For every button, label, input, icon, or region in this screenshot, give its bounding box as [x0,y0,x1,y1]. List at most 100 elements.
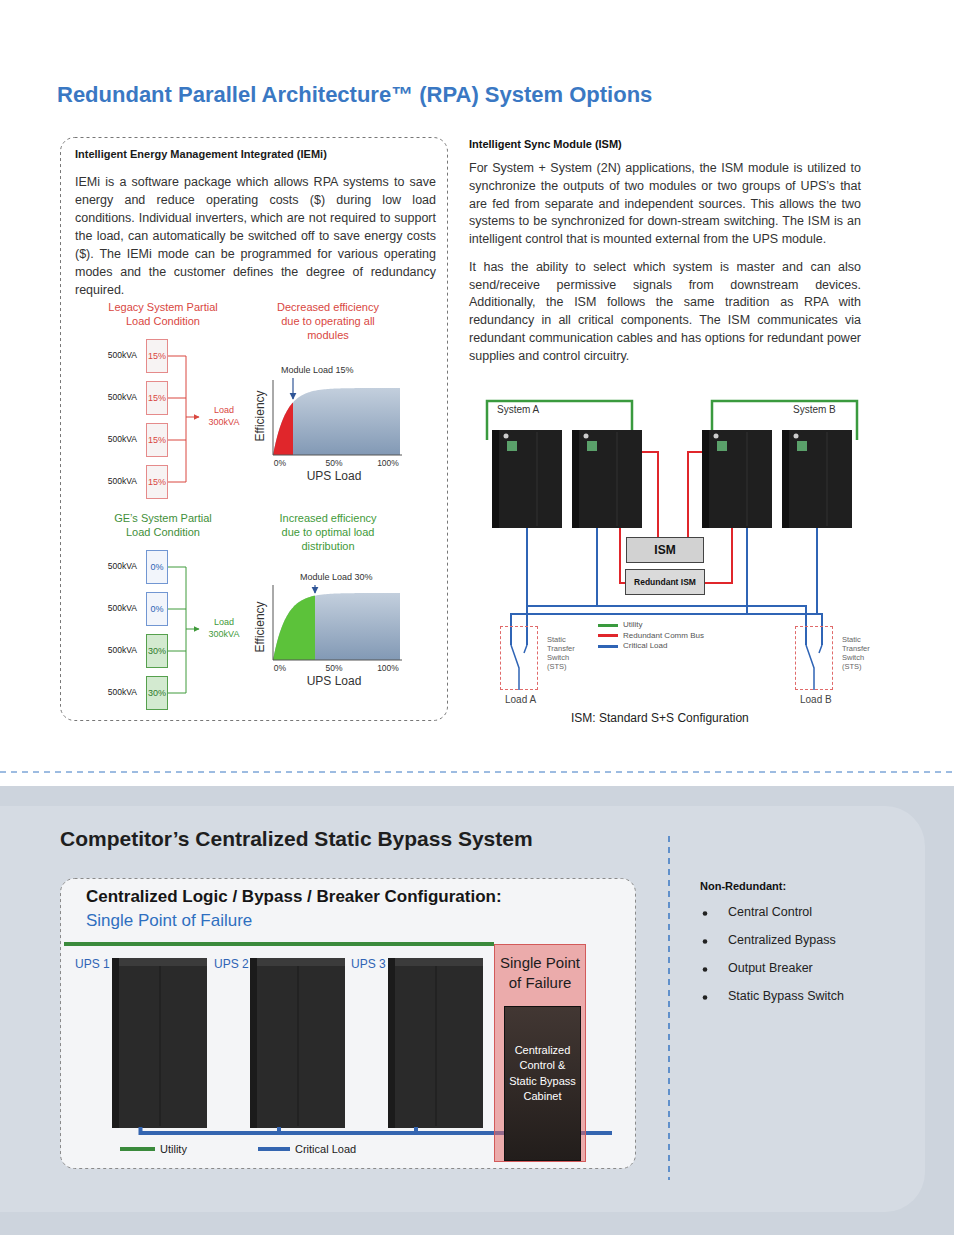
critical-load-line [596,528,598,606]
legend-text: Utility [160,1142,187,1156]
body-text-wrap: It has the ability to select which syste… [469,259,861,366]
capacity-label-wrap: 500kVA [108,603,137,621]
bullet-dot [703,995,708,1000]
efficiency-chart [273,593,400,660]
module-box: 500kVA30% [146,634,168,668]
bullet-dot [703,967,708,972]
list-item: Output Breaker [728,961,813,977]
ups-cabinet [702,430,709,528]
competitor-ups-cabinet [388,958,395,1128]
section-divider [0,772,954,773]
ism-label-wrap: Redundant ISM [626,577,704,595]
load-name-wrap: Load B [800,694,832,712]
axis-tick-wrap: 0% [265,458,295,476]
marker-label-wrap: Module Load 30% [300,572,373,590]
load-percent: 30% [148,688,166,699]
axis-tick-wrap: 100% [373,663,403,681]
section-title-wrap: Competitor’s Centralized Static Bypass S… [60,826,533,852]
competitor-ups-cabinet [436,966,437,1126]
competitor-ups-cabinet [298,966,299,1126]
capacity-label: 500kVA [108,687,137,698]
load-percent: 30% [148,646,166,657]
ups-label-wrap: UPS 2 [214,957,249,975]
list-item: Centralized Bypass [728,933,836,949]
load-percent-wrap: 0% [147,562,167,580]
ups-cabinet [827,432,828,526]
capacity-label: 500kVA [108,434,137,445]
panel-subheading: Single Point of Failure [86,910,252,931]
critical-load-line [279,1127,504,1133]
load-percent-wrap: 15% [147,435,167,453]
panel-body-wrap: IEMi is a software package which allows … [75,173,436,299]
panel-heading: Intelligent Energy Management Integrated… [75,148,327,162]
competitor-ups-cabinet [112,958,483,1128]
chart-heading: Decreased efficiency due to operating al… [272,301,384,342]
ups-cabinet [504,434,509,439]
module-box: 500kVA30% [146,676,168,710]
ups-label: UPS 1 [75,957,110,972]
legend-swatch [598,634,618,637]
axis-title: Efficiency [253,390,268,441]
ups-label-wrap: UPS 1 [75,957,110,975]
legacy-load-bracket [168,356,199,482]
load-percent-wrap: 15% [147,477,167,495]
ups-cabinet [782,430,852,528]
efficiency-chart [292,378,293,399]
load-name: Load B [800,694,832,707]
sts-label: Static Transfer Switch (STS) [547,635,579,671]
critical-load-line [527,606,806,645]
redundant-ism-box: Redundant ISM [625,569,705,595]
module-box: 500kVA15% [146,465,168,499]
ge-load-bracket [186,629,199,630]
page-title-wrap: Redundant Parallel Architecture™ (RPA) S… [57,81,652,109]
config-panel-outline [61,879,636,1169]
panel-heading-wrap: Centralized Logic / Bypass / Breaker Con… [86,886,502,907]
module-box: 500kVA15% [146,339,168,373]
system-label-wrap: System B [793,404,836,422]
load-percent: 15% [148,351,166,362]
load-label-wrap: Load 300kVA [201,617,247,640]
column-divider [668,836,670,1180]
capacity-label: 500kVA [108,350,137,361]
sts-label-wrap: Static Transfer Switch (STS) [842,635,874,671]
efficiency-chart [273,596,315,660]
load-label: Load 300kVA [201,617,247,640]
critical-load-line [141,1127,505,1133]
ups-cabinet [714,434,719,439]
axis-title: UPS Load [307,469,362,484]
legend-text: Critical Load [623,641,667,651]
axis-title: Efficiency [253,601,268,652]
ge-load-bracket [168,567,199,693]
list-item-wrap: Centralized Bypass [728,933,836,951]
module-box: 500kVA15% [146,381,168,415]
chart-heading: Legacy System Partial Load Condition [107,301,219,329]
section-title: Competitor’s Centralized Static Bypass S… [60,826,533,852]
ups-cabinet [572,430,579,528]
ups-unit: UPS 1 [72,955,209,1127]
bullet-dot [703,911,708,1000]
axis-tick: 0% [274,663,286,674]
legend-text: Critical Load [295,1142,356,1156]
config-panel-outline [61,879,636,1169]
failure-label-wrap: Single Point of Failure [495,953,585,992]
critical-load-line [816,528,818,614]
ups-cabinet [537,432,538,526]
sts-box: Static Transfer Switch (STS) [500,626,538,690]
legend-swatch [120,1147,155,1151]
efficiency-chart [273,388,400,455]
efficiency-chart [273,585,402,660]
cabinet-label-wrap: Centralized Control & Static Bypass Cabi… [505,1043,580,1105]
body-text: It has the ability to select which syste… [469,259,861,366]
ism-box: ISM [626,537,704,563]
sts-label: Static Transfer Switch (STS) [842,635,874,671]
axis-title: UPS Load [307,674,362,689]
load-percent-wrap: 15% [147,393,167,411]
load-percent-wrap: 15% [147,351,167,369]
comm-bus-line [705,528,732,583]
competitor-ups-cabinet [112,958,119,1128]
legend-text-wrap: Critical Load [623,641,667,659]
axis-tick: 100% [377,663,399,674]
body-text: For System + System (2N) applications, t… [469,160,861,249]
ups-cabinet [507,441,517,451]
load-label-wrap: Load 300kVA [201,405,247,428]
